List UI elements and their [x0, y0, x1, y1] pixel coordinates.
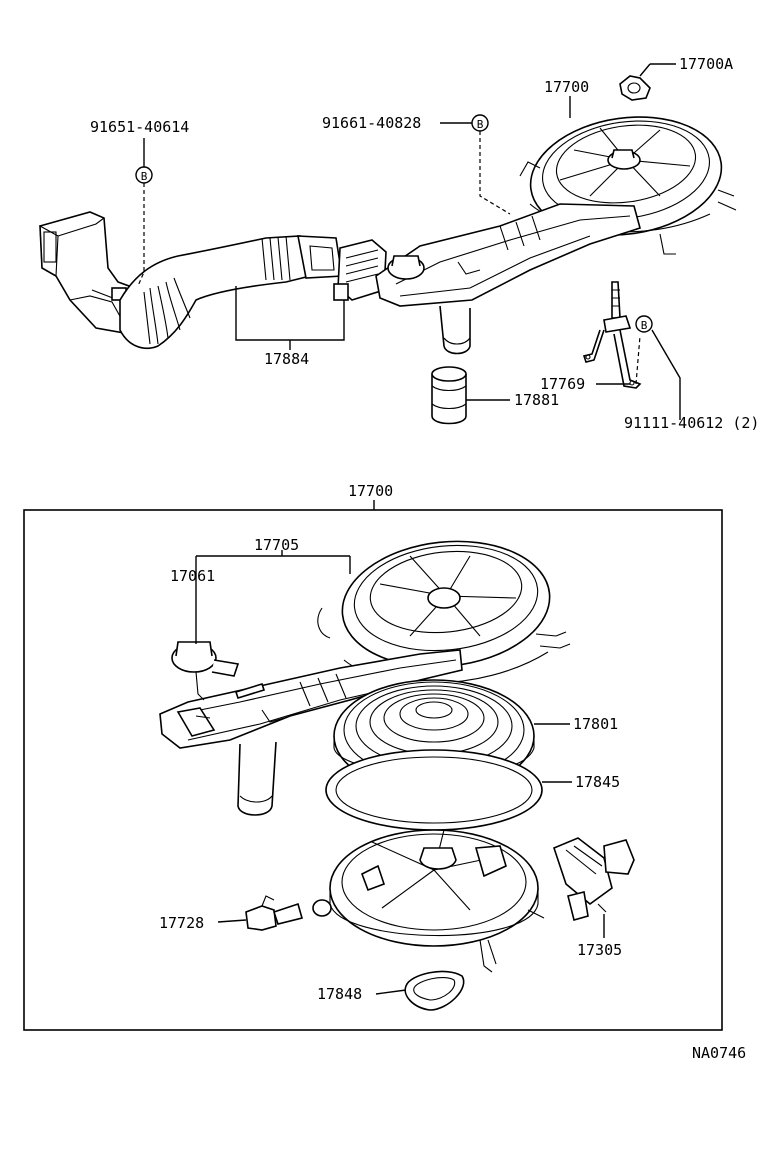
- label-meter: 17305: [577, 941, 622, 959]
- label-bolt-mid: 91661-40828: [322, 114, 421, 132]
- air-hose: [119, 235, 343, 350]
- upper-housing: [159, 540, 571, 816]
- label-frame-assembly: 17700: [348, 482, 393, 500]
- label-bracket: 17769: [540, 375, 585, 393]
- label-hose: 17884: [264, 350, 309, 368]
- bolt-marker-right: B: [635, 315, 653, 333]
- label-bolt-left: 91651-40614: [90, 118, 189, 136]
- label-sleeve: 17881: [514, 391, 559, 409]
- label-element: 17801: [573, 715, 618, 733]
- label-cap: 17700A: [679, 55, 733, 73]
- seal-17848: [404, 970, 465, 1011]
- lower-case: [329, 829, 545, 973]
- gasket-17845: [325, 749, 543, 831]
- bolt-marker-mid: B: [471, 114, 489, 132]
- air-cleaner-assembly-upper: [375, 116, 737, 355]
- bolt-marker-left: B: [135, 166, 153, 184]
- sleeve-17881: [431, 366, 467, 425]
- marker-letter: B: [477, 118, 484, 131]
- label-assembly-upper: 17700: [544, 78, 589, 96]
- sensor-17728: [245, 895, 332, 931]
- marker-letter: B: [641, 319, 648, 332]
- cap-17700a: [619, 75, 651, 101]
- diagram-id: NA0746: [692, 1044, 746, 1062]
- label-bolt-right: 91111-40612 (2): [624, 414, 759, 432]
- label-vsv: 17061: [170, 567, 215, 585]
- marker-letter: B: [141, 170, 148, 183]
- bracket-17769: [582, 281, 642, 389]
- label-gasket: 17845: [575, 773, 620, 791]
- label-seal: 17848: [317, 985, 362, 1003]
- label-housing: 17705: [254, 536, 299, 554]
- label-sensor: 17728: [159, 914, 204, 932]
- meter-17305: [553, 837, 635, 921]
- vsv-17061: [171, 641, 266, 701]
- detail-frame: [23, 509, 723, 1031]
